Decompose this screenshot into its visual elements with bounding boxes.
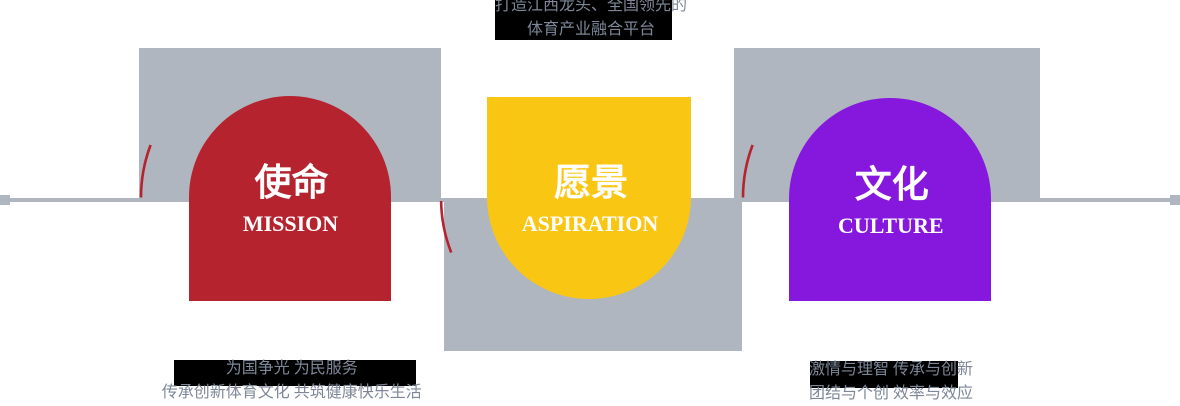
culture-note: 激情与理智 传承与创新团结与个创 效率与效应 bbox=[591, 358, 1180, 406]
mission-title-en: MISSION bbox=[242, 211, 339, 236]
connector-right-cap bbox=[1170, 194, 1180, 205]
aspiration-note-line2: 体育产业融合平台 bbox=[526, 21, 655, 39]
connector-left-cap bbox=[0, 194, 10, 205]
aspiration-note: 打造江西龙头、全国领先的体育产业融合平台 bbox=[291, 0, 891, 42]
culture-arch: 文化 CULTURE bbox=[789, 98, 991, 301]
culture-note-line2: 团结与个创 效率与效应 bbox=[808, 384, 973, 402]
aspiration-title-zh: 愿景 bbox=[554, 163, 628, 204]
culture-note-highlight bbox=[809, 361, 959, 388]
mission-note-line2: 传承创新体育文化 共筑健康快乐生活 bbox=[161, 383, 422, 401]
mission-arch: 使命 MISSION bbox=[188, 96, 391, 301]
aspiration-note-highlight bbox=[495, 0, 672, 40]
mission-note-highlight bbox=[174, 360, 416, 386]
mission-title-zh: 使命 bbox=[254, 163, 329, 204]
culture-title-zh: 文化 bbox=[854, 165, 929, 206]
mission-note-line1: 为国争光 为民服务 bbox=[225, 359, 358, 377]
mission-note: 为国争光 为民服务传承创新体育文化 共筑健康快乐生活 bbox=[0, 357, 592, 405]
culture-note-line1: 激情与理智 传承与创新 bbox=[808, 360, 973, 378]
culture-title-en: CULTURE bbox=[837, 213, 944, 238]
aspiration-arch: 愿景 ASPIRATION bbox=[487, 97, 691, 299]
aspiration-title-en: ASPIRATION bbox=[521, 211, 659, 236]
aspiration-note-line1: 打造江西龙头、全国领先的 bbox=[494, 0, 687, 15]
